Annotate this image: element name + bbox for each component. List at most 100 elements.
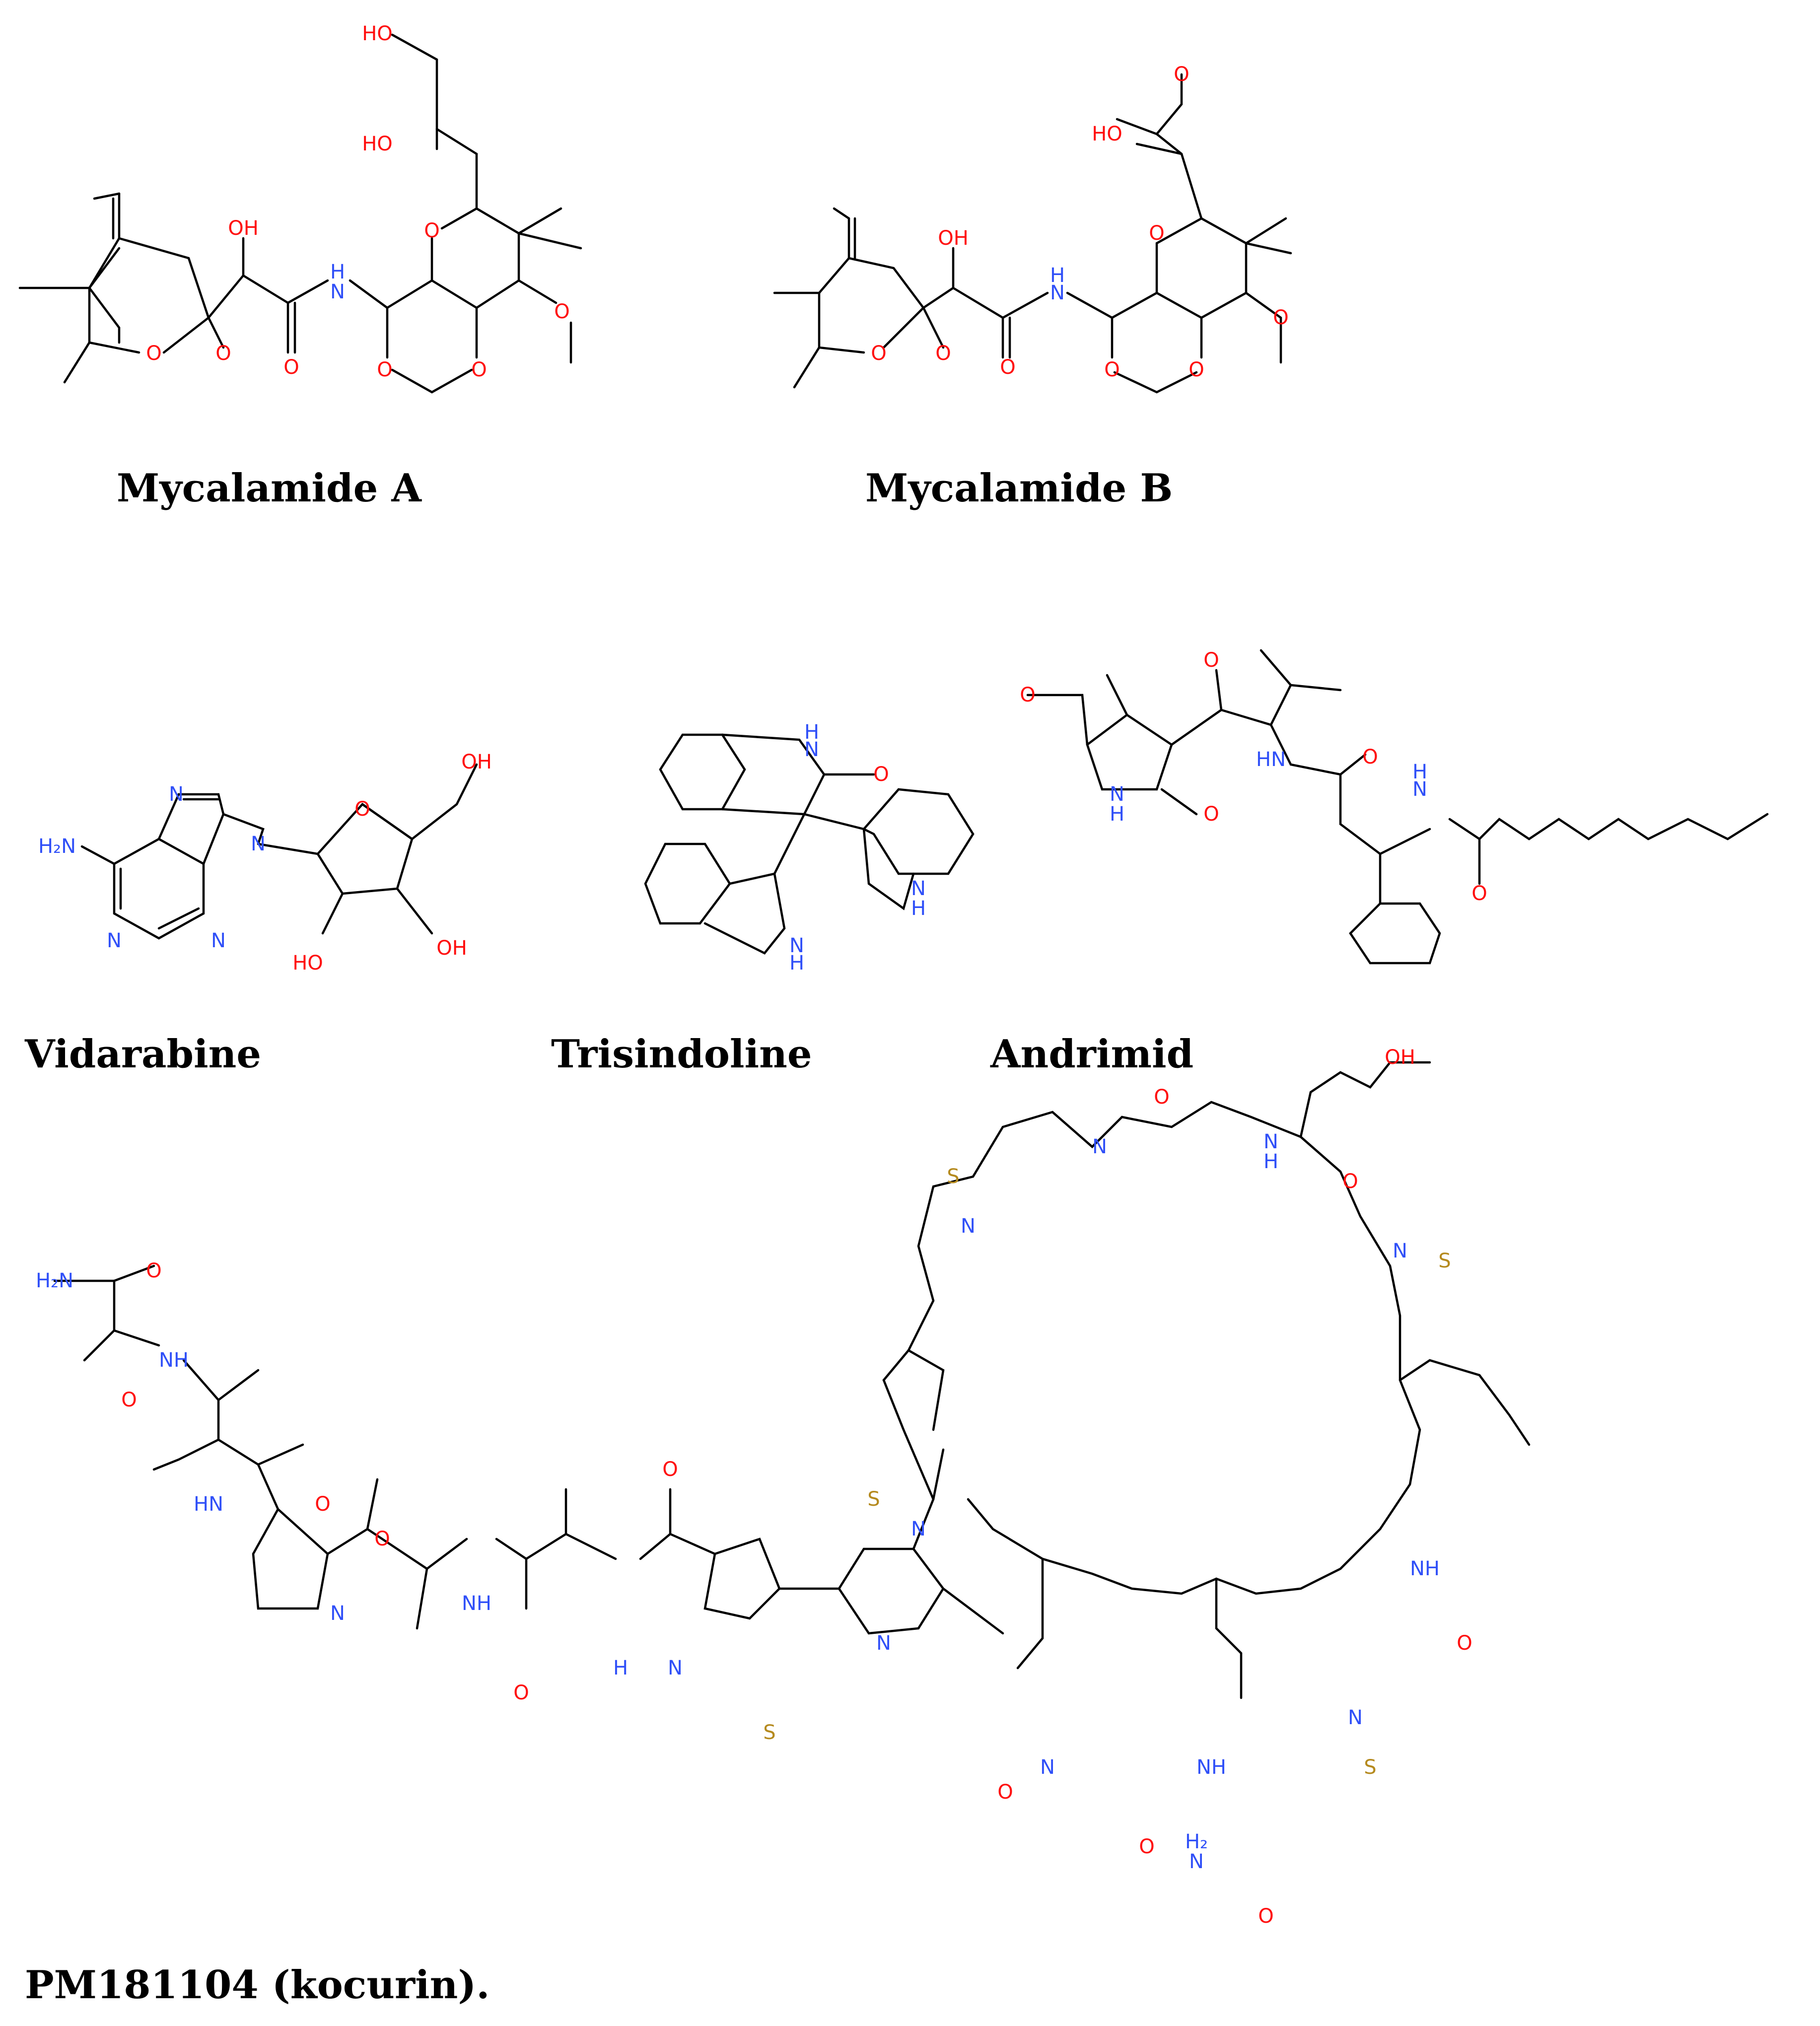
svg-text:N: N — [911, 1518, 926, 1540]
svg-text:O: O — [554, 300, 569, 323]
svg-text:O: O — [121, 1389, 137, 1411]
svg-text:H: H — [1110, 803, 1124, 826]
svg-text:O: O — [1342, 1170, 1358, 1193]
svg-text:S: S — [947, 1165, 959, 1188]
svg-text:N: N — [1040, 1756, 1055, 1779]
mycalamide-a-structure: HO HO OH O H N O O O O O O — [18, 22, 582, 394]
svg-text:H: H — [1263, 1150, 1278, 1173]
svg-text:O: O — [471, 358, 487, 381]
svg-text:O: O — [1000, 356, 1015, 379]
svg-text:O: O — [283, 356, 299, 379]
svg-text:N: N — [961, 1215, 976, 1238]
svg-text:S: S — [1364, 1756, 1376, 1779]
svg-text:N: N — [1348, 1706, 1363, 1729]
svg-text:S: S — [867, 1488, 880, 1511]
mycalamide-b-atoms: O HO OH O H N O O O O O O — [871, 63, 1288, 381]
svg-text:N: N — [1393, 1240, 1407, 1262]
svg-text:H: H — [804, 721, 819, 744]
svg-text:N: N — [876, 1632, 891, 1655]
svg-text:OH: OH — [1385, 1046, 1415, 1069]
svg-text:O: O — [424, 219, 439, 242]
svg-text:H: H — [1412, 761, 1427, 783]
svg-text:H₂: H₂ — [1185, 1830, 1208, 1853]
svg-text:O: O — [1149, 222, 1164, 245]
svg-text:HO: HO — [292, 952, 323, 975]
svg-text:NH: NH — [1196, 1756, 1226, 1779]
svg-text:N: N — [330, 1602, 345, 1625]
svg-text:O: O — [1174, 63, 1189, 86]
caption-kocurin: PM181104 (kocurin). — [25, 1962, 490, 2008]
svg-text:H: H — [330, 261, 345, 283]
svg-text:O: O — [662, 1458, 678, 1481]
kocurin-structure: OH O H₂N O N N H O S N N S NH O S N NH H… — [36, 1046, 1531, 1928]
svg-text:O: O — [1154, 1086, 1169, 1109]
svg-text:H: H — [1050, 264, 1065, 287]
svg-text:N: N — [211, 929, 226, 952]
svg-text:O: O — [146, 1259, 161, 1282]
mycalamide-a-atoms: HO HO OH O H N O O O O O O — [146, 22, 569, 381]
svg-text:N: N — [251, 833, 266, 855]
svg-text:O: O — [1104, 358, 1120, 381]
andrimid-atoms: O O HN O N H O H N O — [1020, 649, 1487, 905]
svg-text:N: N — [1050, 281, 1065, 304]
svg-text:H₂N: H₂N — [38, 835, 76, 858]
svg-text:N: N — [1110, 783, 1124, 806]
svg-text:N: N — [804, 738, 819, 761]
svg-text:S: S — [1438, 1250, 1451, 1272]
svg-text:O: O — [215, 342, 231, 365]
svg-text:N: N — [169, 783, 184, 806]
svg-text:NH: NH — [1410, 1557, 1440, 1580]
caption-mycalamide-a: Mycalamide A — [117, 466, 421, 511]
svg-text:S: S — [763, 1721, 775, 1744]
trisindoline-structure: H N O N H N H — [644, 721, 975, 975]
svg-text:O: O — [146, 342, 161, 365]
svg-text:OH: OH — [461, 751, 492, 773]
svg-text:HN: HN — [1256, 748, 1286, 771]
svg-text:N: N — [1092, 1135, 1107, 1158]
svg-text:O: O — [1362, 746, 1378, 768]
svg-text:N: N — [911, 877, 926, 900]
svg-text:O: O — [1203, 649, 1219, 672]
svg-text:O: O — [1471, 882, 1487, 905]
svg-text:OH: OH — [436, 937, 467, 960]
svg-text:O: O — [1139, 1835, 1154, 1858]
svg-text:O: O — [997, 1781, 1013, 1804]
svg-text:O: O — [873, 763, 889, 786]
svg-text:O: O — [1203, 803, 1219, 826]
svg-text:HO: HO — [362, 133, 393, 155]
caption-trisindoline: Trisindoline — [551, 1032, 812, 1077]
svg-text:OH: OH — [228, 217, 259, 240]
svg-text:OH: OH — [938, 227, 969, 250]
svg-text:H: H — [613, 1657, 628, 1679]
svg-text:O: O — [1457, 1632, 1472, 1655]
svg-text:O: O — [354, 798, 370, 821]
kocurin-atoms: OH O H₂N O N N H O S N N S NH O S N NH H… — [36, 1046, 1472, 1928]
svg-text:N: N — [668, 1657, 683, 1679]
svg-text:H: H — [789, 952, 804, 975]
svg-text:N: N — [107, 929, 122, 952]
andrimid-structure: O O HN O N H O H N O — [1020, 649, 1769, 965]
vidarabine-structure: OH N O N H₂N N N HO OH — [38, 751, 492, 975]
svg-text:O: O — [871, 342, 886, 365]
svg-text:N: N — [1263, 1130, 1278, 1153]
svg-text:NH: NH — [159, 1349, 189, 1372]
svg-text:O: O — [1273, 306, 1288, 329]
caption-mycalamide-b: Mycalamide B — [865, 466, 1173, 511]
svg-text:HO: HO — [362, 22, 393, 45]
svg-text:N: N — [789, 934, 804, 957]
svg-text:N: N — [1189, 1850, 1204, 1873]
svg-text:O: O — [1258, 1905, 1273, 1928]
caption-andrimid: Andrimid — [990, 1032, 1194, 1077]
trisindoline-atoms: H N O N H N H — [789, 721, 926, 975]
svg-text:N: N — [1412, 778, 1427, 801]
svg-text:O: O — [315, 1493, 330, 1516]
svg-text:HN: HN — [194, 1493, 223, 1516]
mycalamide-b-structure: O HO OH O H N O O O O O O — [773, 63, 1292, 394]
svg-text:N: N — [330, 280, 345, 303]
svg-text:O: O — [1189, 358, 1204, 381]
caption-vidarabine: Vidarabine — [25, 1032, 261, 1077]
vidarabine-atoms: OH N O N H₂N N N HO OH — [38, 751, 492, 975]
svg-text:O: O — [513, 1681, 529, 1704]
svg-text:O: O — [1020, 684, 1035, 706]
